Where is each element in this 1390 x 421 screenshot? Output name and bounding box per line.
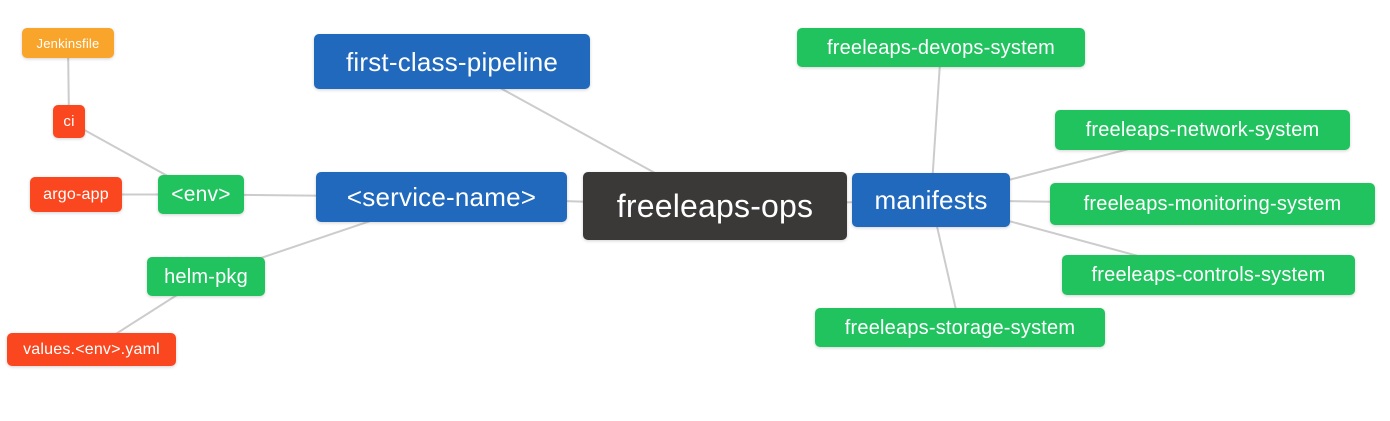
node-helm-pkg[interactable]: helm-pkg — [147, 257, 265, 296]
node-env[interactable]: <env> — [158, 175, 244, 214]
node-argo-app[interactable]: argo-app — [30, 177, 122, 212]
node-service-name[interactable]: <service-name> — [316, 172, 567, 222]
node-jenkinsfile[interactable]: Jenkinsfile — [22, 28, 114, 58]
node-manifests[interactable]: manifests — [852, 173, 1010, 227]
node-values-env-yaml[interactable]: values.<env>.yaml — [7, 333, 176, 366]
node-freeleaps-devops-system[interactable]: freeleaps-devops-system — [797, 28, 1085, 67]
node-freeleaps-ops[interactable]: freeleaps-ops — [583, 172, 847, 240]
node-freeleaps-monitoring-system[interactable]: freeleaps-monitoring-system — [1050, 183, 1375, 225]
node-freeleaps-network-system[interactable]: freeleaps-network-system — [1055, 110, 1350, 150]
node-freeleaps-storage-system[interactable]: freeleaps-storage-system — [815, 308, 1105, 347]
node-ci[interactable]: ci — [53, 105, 85, 138]
node-first-class-pipeline[interactable]: first-class-pipeline — [314, 34, 590, 89]
node-freeleaps-controls-system[interactable]: freeleaps-controls-system — [1062, 255, 1355, 295]
